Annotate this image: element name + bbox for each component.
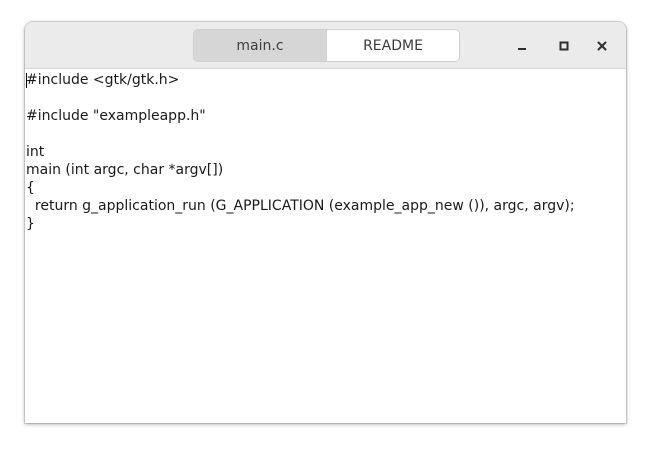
code-line: #include "exampleapp.h" xyxy=(26,108,206,124)
code-line: return g_application_run (G_APPLICATION … xyxy=(26,198,575,214)
header-bar: main.c README xyxy=(25,22,626,69)
minimize-button[interactable] xyxy=(510,34,534,58)
text-cursor xyxy=(26,73,27,88)
text-editor-view[interactable]: #include <gtk/gtk.h> #include "exampleap… xyxy=(25,69,626,423)
tab-readme[interactable]: README xyxy=(326,30,459,61)
code-line: main (int argc, char *argv[]) xyxy=(26,162,224,178)
code-line: #include <gtk/gtk.h> xyxy=(26,72,180,88)
minimize-icon xyxy=(518,48,526,50)
app-window: main.c README #include <gtk/gtk.h> #incl… xyxy=(25,22,626,423)
close-icon xyxy=(597,41,607,51)
tab-main-c[interactable]: main.c xyxy=(194,30,326,61)
code-line: int xyxy=(26,144,45,160)
tab-switcher: main.c README xyxy=(193,29,460,62)
maximize-icon xyxy=(559,41,569,51)
code-line: } xyxy=(26,216,35,232)
close-button[interactable] xyxy=(590,34,614,58)
code-line: { xyxy=(26,180,35,196)
maximize-button[interactable] xyxy=(552,34,576,58)
